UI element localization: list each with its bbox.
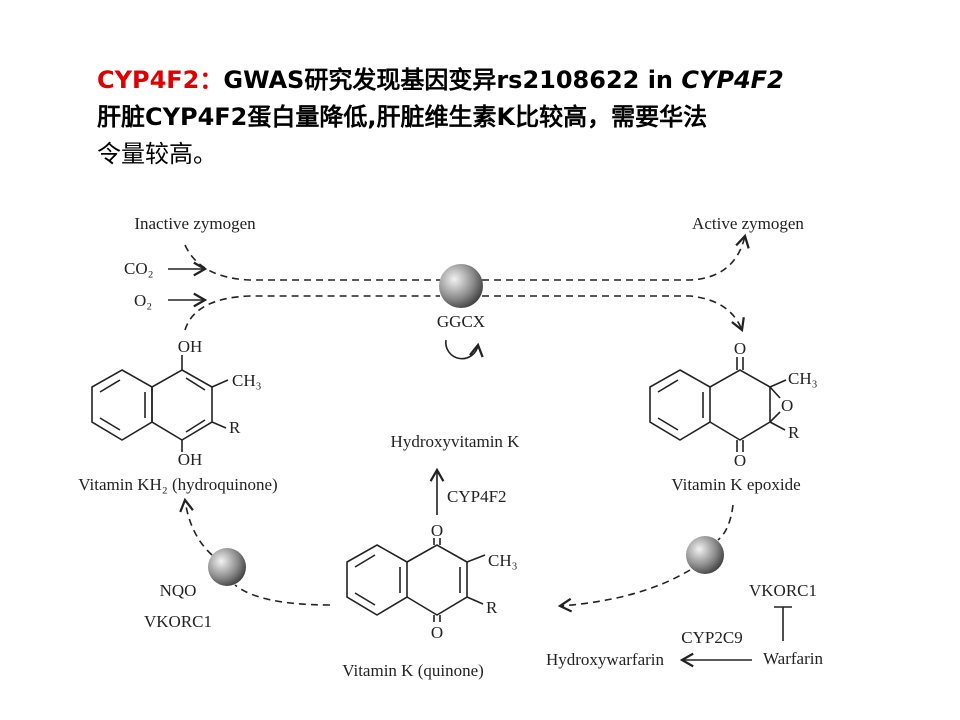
inactive-zymogen-label: Inactive zymogen xyxy=(134,214,256,233)
ggcx-label: GGCX xyxy=(437,312,485,331)
ggcx-enzyme-icon xyxy=(439,264,483,308)
epoxide-o-top: O xyxy=(734,339,746,358)
quinone-ch3: CH₃ xyxy=(488,551,518,570)
quinone-o-top: O xyxy=(431,521,443,540)
hydroquinone-oh-top: OH xyxy=(178,337,203,356)
epoxide-to-vkorc1-path xyxy=(717,504,734,541)
cyp4f2-label: CYP4F2 xyxy=(447,487,507,506)
epoxide-structure xyxy=(649,357,787,452)
quinone-structure xyxy=(346,538,486,622)
nqo-label: NQO xyxy=(160,581,197,600)
gene-label: CYP4F2： xyxy=(97,66,224,94)
vkorc1-nqo-enzyme-icon xyxy=(208,548,246,586)
slide-title: CYP4F2：GWAS研究发现基因变异rs2108622 in CYP4F2 肝… xyxy=(97,62,917,173)
co2-label: CO₂ xyxy=(124,259,154,278)
vkorc1-enzyme-icon xyxy=(686,536,724,574)
hydroquinone-path-in xyxy=(184,295,440,331)
active-zymogen-label: Active zymogen xyxy=(692,214,804,233)
vkorc1-right-label: VKORC1 xyxy=(749,581,817,600)
circular-arrow-icon xyxy=(445,339,484,360)
hydroquinone-r: R xyxy=(229,418,241,437)
cyp2c9-label: CYP2C9 xyxy=(681,628,742,647)
vkorc1-left-label: VKORC1 xyxy=(144,612,212,631)
warfarin-label: Warfarin xyxy=(763,649,823,668)
hydroxyvitamin-k-label: Hydroxyvitamin K xyxy=(391,432,521,451)
quinone-to-hydroquinone-path xyxy=(234,584,331,606)
o2-label: O₂ xyxy=(134,291,152,310)
quinone-o-bottom: O xyxy=(431,623,443,642)
title-line-2: 肝脏CYP4F2蛋白量降低,肝脏维生素K比较高，需要华法 xyxy=(97,103,708,131)
zymogen-path-out xyxy=(482,233,750,281)
zymogen-path-in xyxy=(184,244,440,281)
hydroquinone-oh-bottom: OH xyxy=(178,450,203,469)
title-line-1: CYP4F2：GWAS研究发现基因变异rs2108622 in CYP4F2 xyxy=(97,62,917,99)
quinone-r: R xyxy=(486,598,498,617)
epoxide-ch3: CH₃ xyxy=(788,369,818,388)
epoxide-path-out xyxy=(482,295,745,333)
hydroquinone-label: Vitamin KH₂ (hydroquinone) xyxy=(78,475,277,494)
title-line-1-text: GWAS研究发现基因变异rs2108622 in xyxy=(223,66,682,94)
quinone-label: Vitamin K (quinone) xyxy=(342,661,484,680)
title-line-3: 令量较高。 xyxy=(97,140,217,168)
epoxide-to-quinone-arrow xyxy=(557,569,691,613)
hydroquinone-ch3: CH₃ xyxy=(232,371,262,390)
epoxide-label: Vitamin K epoxide xyxy=(671,475,800,494)
hydroquinone-structure xyxy=(91,355,229,452)
epoxide-o-bottom: O xyxy=(734,451,746,470)
epoxide-o-ring: O xyxy=(781,396,793,415)
title-gene-italic: CYP4F2 xyxy=(681,66,784,94)
hydroxywarfarin-label: Hydroxywarfarin xyxy=(546,650,665,669)
reduction-arrow xyxy=(179,497,213,556)
epoxide-r: R xyxy=(788,423,800,442)
